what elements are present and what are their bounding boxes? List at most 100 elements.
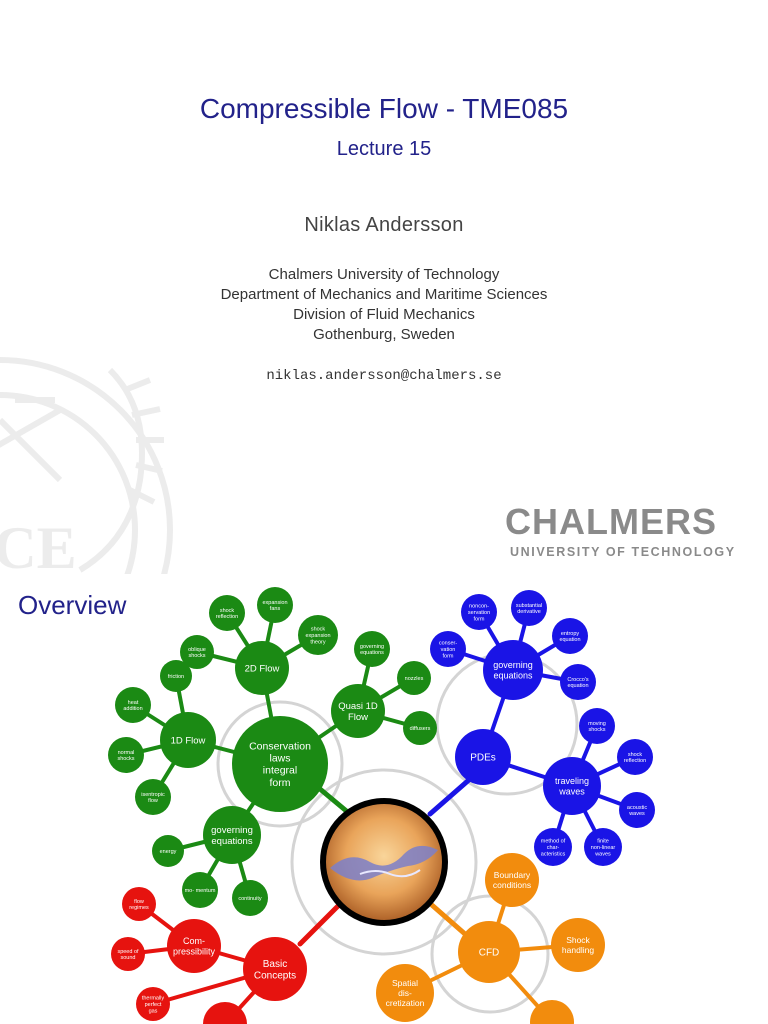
mindmap-node-g-en: energy: [152, 835, 184, 867]
mindmap-connector: [422, 896, 468, 937]
mindmap-label: energy: [160, 849, 177, 855]
mindmap-label: nozzles: [405, 676, 424, 682]
mindmap-node-g-di: diffusers: [403, 711, 437, 745]
mindmap-node-r-th: [203, 1002, 247, 1024]
mindmap-label: 1D Flow: [171, 735, 206, 746]
watermark-letters: NCE: [0, 515, 77, 574]
mindmap-node-g-fr: friction: [160, 660, 192, 692]
mindmap-label: 2D Flow: [245, 663, 280, 674]
mindmap-label: diffusers: [410, 726, 431, 732]
affiliation-line: Gothenburg, Sweden: [313, 326, 455, 343]
mindmap-label: PDEs: [470, 753, 496, 764]
mindmap-node-g-no: nozzles: [397, 661, 431, 695]
mindmap-node-g-mo: mo- mentum: [182, 872, 218, 908]
mindmap-node-g-co: continuity: [232, 880, 268, 916]
mindmap-node-o-hub: CFD: [458, 921, 520, 983]
affiliation-line: Department of Mechanics and Maritime Sci…: [220, 286, 548, 303]
author-name: Niklas Andersson: [304, 214, 464, 236]
mindmap-node-g-1d: 1D Flow: [160, 712, 216, 768]
mindmap-label: CFD: [479, 948, 500, 959]
slide-title: Compressible Flow - TME085: [199, 93, 569, 124]
title-slide: NCE Compressible Flow - TME085 Lecture 1…: [0, 93, 768, 574]
mindmap-ring: [216, 700, 344, 828]
mindmap-label: friction: [168, 674, 184, 680]
lecture-number: Lecture 15: [336, 138, 432, 160]
mindmap-ring: [430, 894, 550, 1014]
mindmap-label: Com-pressibility: [173, 936, 216, 956]
affiliation-line: Chalmers University of Technology: [268, 266, 500, 283]
affiliation-block: Chalmers University of Technology Depart…: [0, 265, 768, 345]
mindmap-ring: [290, 768, 478, 956]
university-seal-watermark: NCE: [0, 357, 173, 574]
mindmap-label: continuity: [238, 896, 261, 902]
affiliation-line: Division of Fluid Mechanics: [293, 306, 475, 323]
mindmap-node-r-cp: Com-pressibility: [167, 919, 221, 973]
mindmap-node-o-x: [530, 1000, 574, 1024]
mindmap-label: mo- mentum: [185, 888, 216, 894]
mindmap-connector: [297, 896, 348, 947]
chalmers-logo-name: CHALMERS: [505, 501, 717, 542]
author-email[interactable]: niklas.andersson@chalmers.se: [266, 368, 502, 384]
chalmers-logo-subtitle: UNIVERSITY OF TECHNOLOGY: [510, 545, 736, 559]
mindmap-connector: [427, 776, 473, 817]
